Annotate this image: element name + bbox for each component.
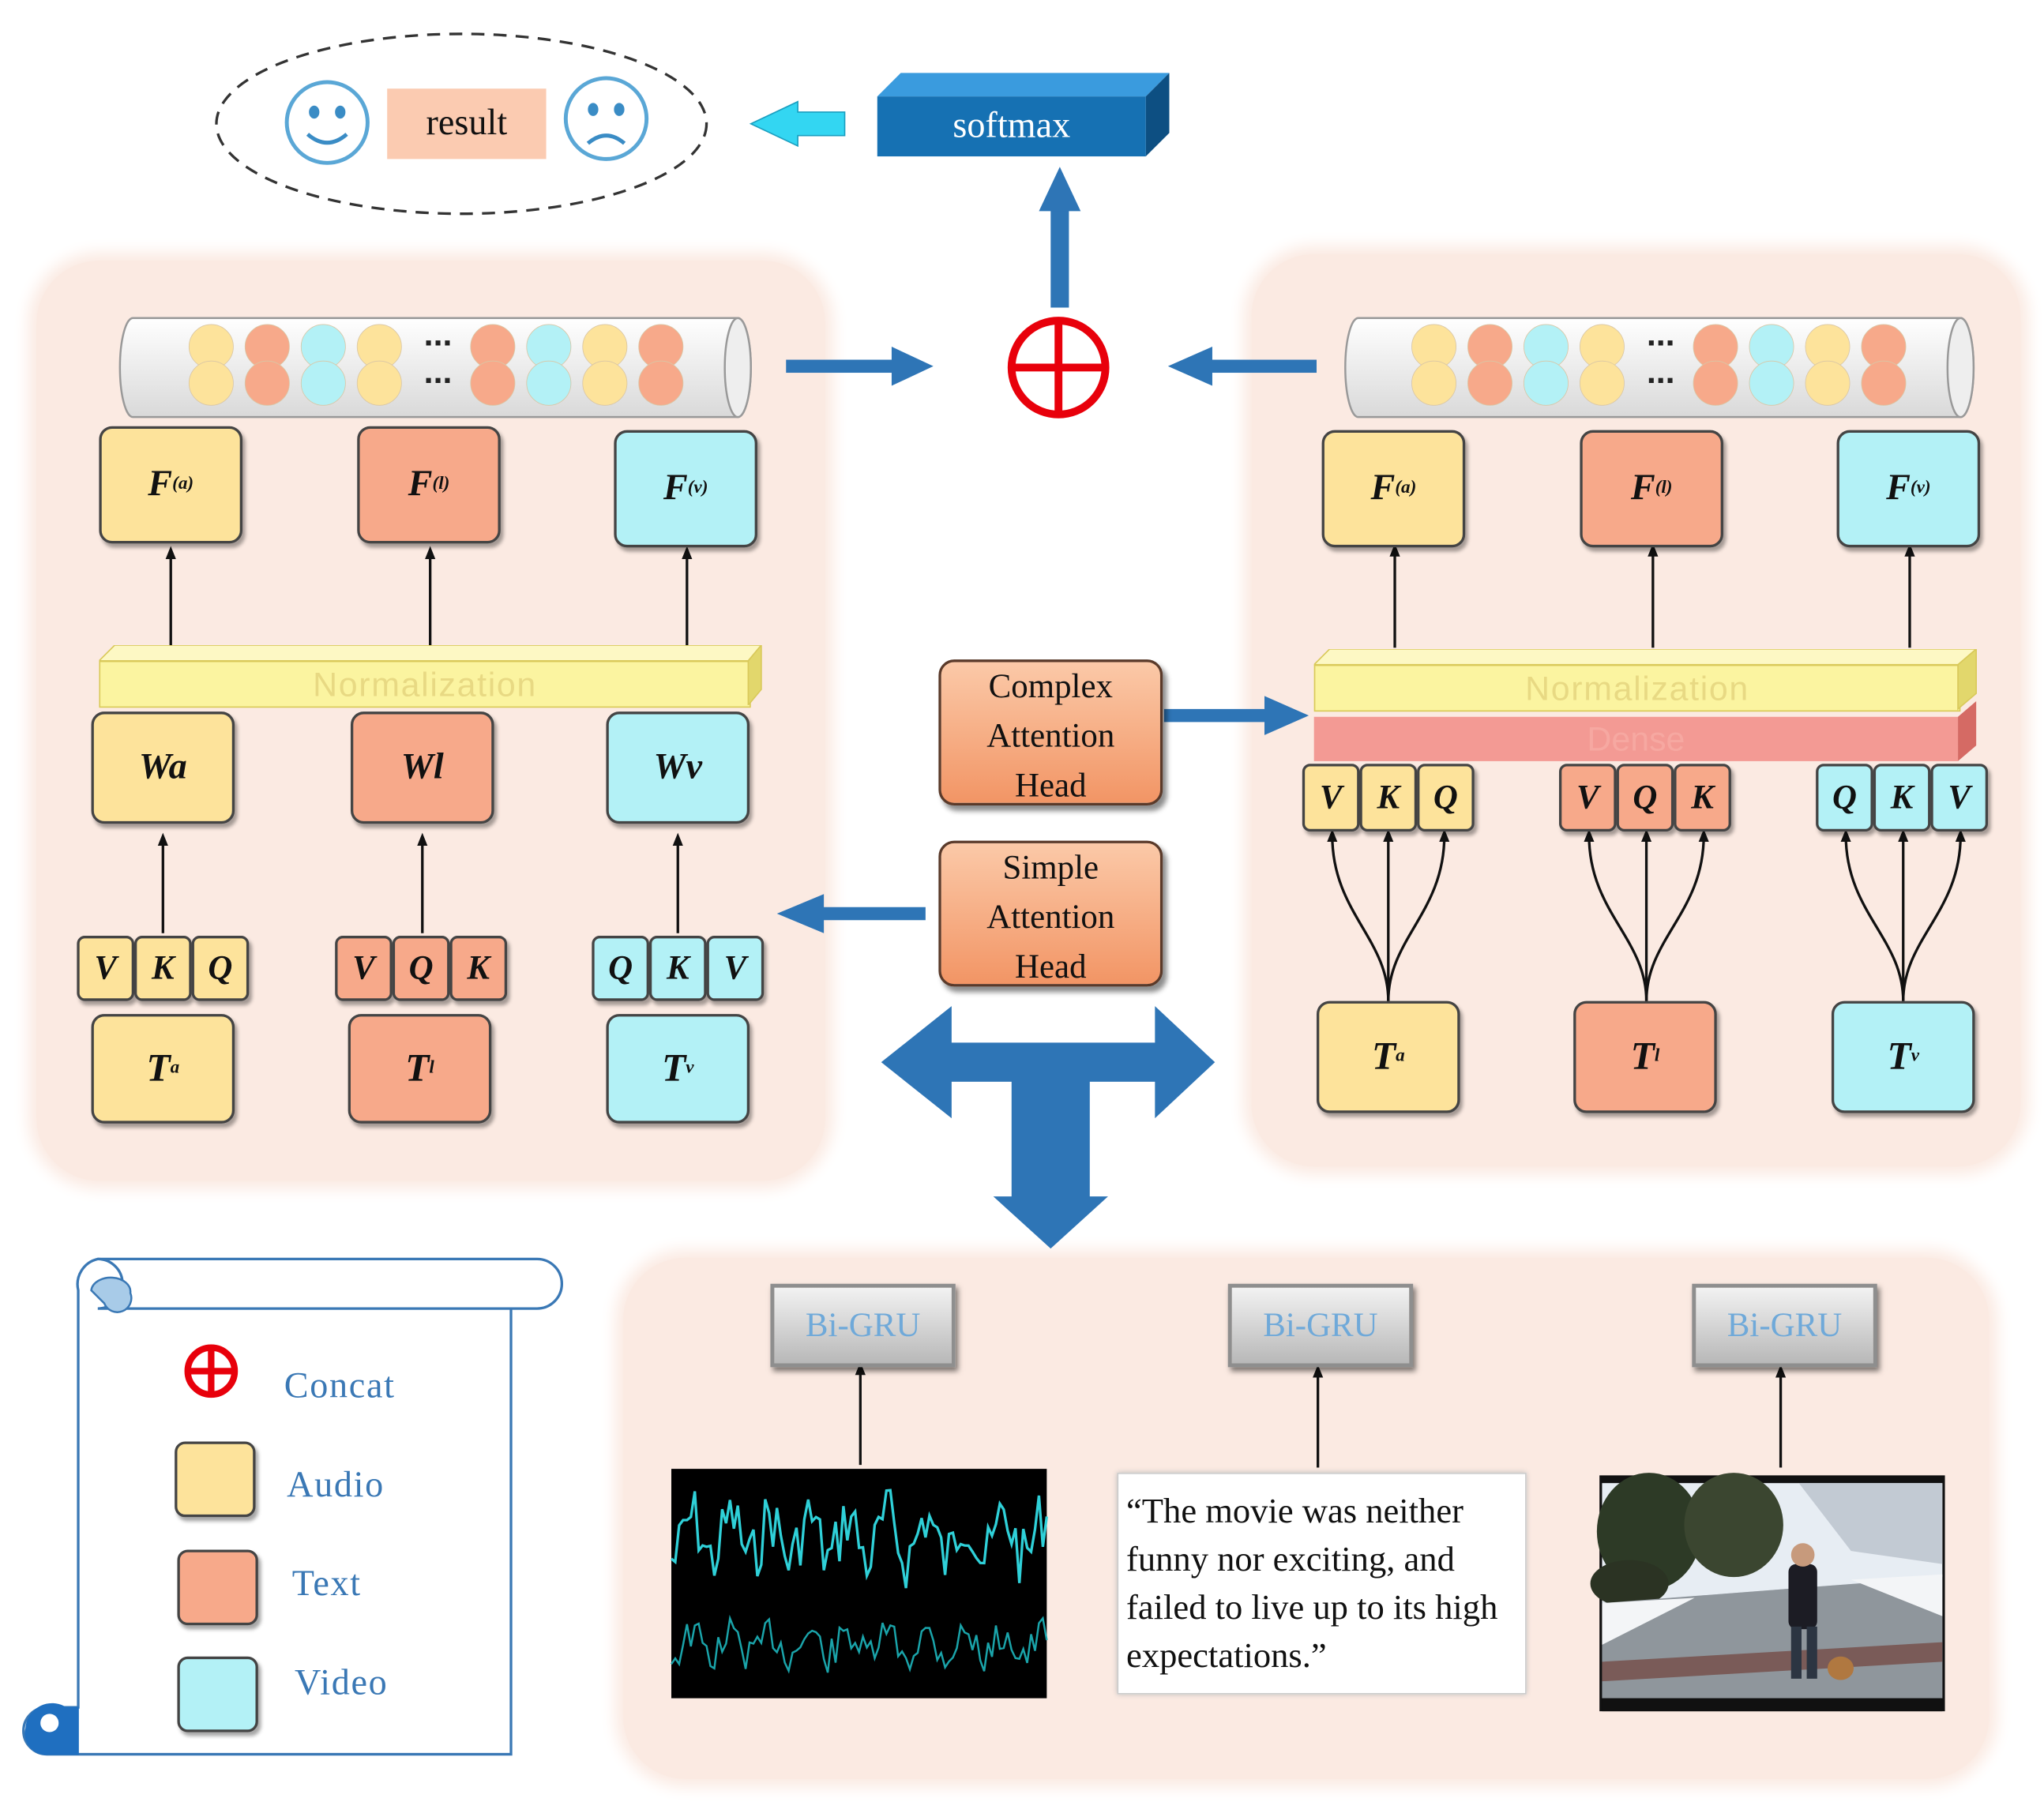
audio-waveform-image [670,1469,1048,1699]
legend-text-label: Text [291,1564,362,1605]
left-w-video: Wv [606,711,750,824]
right-text-v: V [1558,764,1617,832]
right-feature-ball [1749,360,1794,406]
left-feature-ball [356,360,402,406]
left-feature-ball [470,360,516,406]
left-audio-v: V [77,936,135,1001]
left-ellipsis: ... [424,315,453,353]
left-video-q: Q [592,936,649,1001]
softmax-layer: softmax [877,96,1146,157]
up-arrow [1039,167,1081,212]
left-f-text: F(l) [357,426,501,544]
bigru-audio: Bi-GRU [770,1283,956,1368]
right-f-text: F(l) [1580,430,1723,548]
sad-face-icon [563,76,649,161]
simple-head-arrow [776,894,825,933]
right-normalization-layer: Normalization [1313,664,1961,712]
right-feature-ball [1467,360,1512,406]
left-feature-ball [300,360,346,406]
text-input-quote: “The movie was neither funny nor excitin… [1117,1473,1527,1695]
happy-face-icon [284,80,370,165]
left-ellipsis: ... [424,353,453,391]
legend-audio-label: Audio [287,1465,385,1506]
right-f-video: F(v) [1836,430,1981,548]
video-frame-image [1590,1473,1945,1712]
concat-icon [1007,317,1110,419]
left-feature-ball [244,360,290,406]
left-video-v: V [706,936,765,1001]
left-w-audio: Wa [91,711,235,824]
legend-video-label: Video [295,1663,389,1704]
right-ellipsis: ... [1647,353,1675,391]
complex-head-arrow [1264,696,1309,735]
legend-concat-icon [184,1344,239,1398]
result-ellipse [215,32,708,216]
left-f-video: F(v) [614,430,757,548]
left-feature-ball [526,360,572,406]
right-feature-ball [1579,360,1625,406]
left-audio-q: Q [191,936,250,1001]
left-f-audio: F(a) [99,426,242,544]
right-text-q: Q [1616,764,1674,832]
left-normalization-3d [99,644,762,705]
left-feature-ball [638,360,684,406]
right-feature-ball [1524,360,1569,406]
right-audio-v: V [1302,764,1360,832]
left-w-text: Wl [350,711,494,824]
left-text-q: Q [392,936,450,1001]
right-audio-k: K [1359,764,1418,832]
left-feature-ball [582,360,628,406]
left-audio-k: K [134,936,192,1001]
right-video-v: V [1930,764,1989,832]
bigru-text: Bi-GRU [1227,1283,1414,1368]
left-feature-ball [188,360,234,406]
right-text-k: K [1674,764,1731,832]
right-feature-ball [1805,360,1850,406]
right-f-audio: F(a) [1321,430,1466,548]
output-arrow [749,100,846,148]
legend-video-swatch [177,1656,258,1733]
right-feature-ball [1861,360,1907,406]
legend-concat-label: Concat [284,1365,396,1406]
legend-text-swatch [177,1549,258,1626]
left-text-k: K [449,936,508,1001]
bigru-video: Bi-GRU [1692,1283,1877,1368]
right-video-k: K [1873,764,1931,832]
right-video-q: Q [1816,764,1873,832]
right-ellipsis: ... [1647,315,1675,353]
result-label: result [387,88,547,160]
right-norm-dense-3d [1313,648,1978,761]
right-dense-layer: Dense [1313,716,1959,761]
left-text-v: V [335,936,393,1001]
big-split-arrow [881,1006,1216,1249]
right-feature-ball [1693,360,1738,406]
right-audio-q: Q [1417,764,1475,832]
legend-audio-swatch [175,1441,256,1518]
left-video-k: K [648,936,707,1001]
right-fan-arrows [1327,828,1966,1001]
right-feature-ball [1411,360,1457,406]
